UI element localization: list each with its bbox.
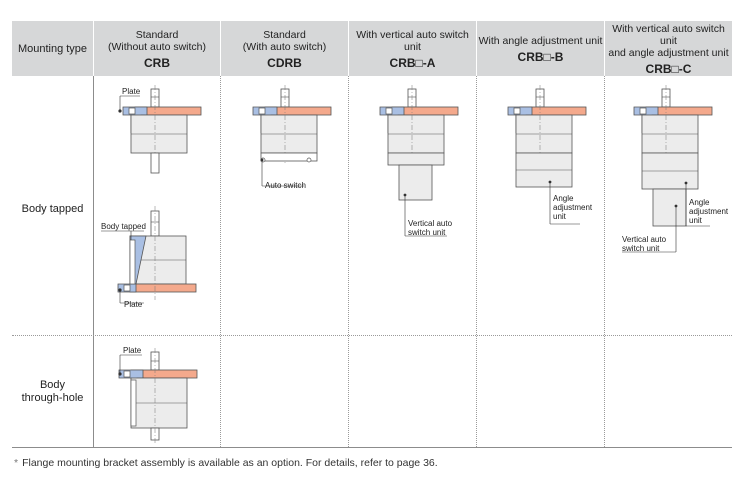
header-mounting-type: Mounting type [12,21,93,76]
header-line1: Standard [135,28,179,41]
callout-plate: Plate [123,346,142,355]
callout-vertical-1: Vertical auto [408,219,453,228]
header-crb-c: With vertical auto switch unit and angle… [605,21,732,76]
header-model: CRB□-B [517,49,564,64]
crb-through-hole-drawing: Plate [118,346,198,444]
column-divider [604,76,605,447]
cdrb-drawing: Auto switch [252,84,332,190]
header-model: CDRB [267,55,302,70]
callout-plate: Plate [124,300,143,309]
header-crb-b: With angle adjustment unit CRB□-B [477,21,604,76]
header-line2: (Without auto switch) [107,40,207,53]
crb-c-drawing: Angle adjustment unit Vertical auto swit… [622,84,729,253]
row-label-text: through-hole [21,392,84,404]
crb-b-drawing: Angle adjustment unit [507,84,593,225]
header-model: CRB□-A [389,55,436,70]
callout-vertical-2: switch unit [622,244,660,253]
callout-vertical-1: Vertical auto [622,235,667,244]
row-label-text: Body tapped [21,203,84,215]
row-label-body-through-hole: Body through-hole [12,379,93,405]
callout-body-tapped: Body tapped [101,222,146,231]
callout-angle-2: adjustment [689,207,729,216]
callout-angle-1: Angle [689,198,710,207]
footnote-mark: * [14,457,19,469]
header-model: CRB□-C [645,61,692,76]
callout-angle-2: adjustment [553,203,593,212]
crb-body-tapped-side-drawing: Plate Body tapped [101,206,197,309]
callout-plate: Plate [122,87,141,96]
header-crb: Standard (Without auto switch) CRB [94,21,220,76]
row-label-body-tapped: Body tapped [12,203,93,216]
callout-angle-3: unit [553,212,567,221]
footnote: *Flange mounting bracket assembly is ava… [14,457,438,469]
first-column-divider [93,76,94,447]
header-line1: With vertical auto switch unit [612,22,725,47]
header-mounting-type-label: Mounting type [17,42,88,55]
callout-auto-switch: Auto switch [265,181,306,190]
callout-vertical-2: switch unit [408,228,446,237]
header-model: CRB [144,55,170,70]
header-line2: (With auto switch) [242,40,327,53]
crb-a-drawing: Vertical auto switch unit [379,84,459,237]
column-divider [220,76,221,447]
header-crb-a: With vertical auto switch unit CRB□-A [349,21,476,76]
column-divider [348,76,349,447]
crb-body-tapped-drawing: Plate [118,84,202,174]
callout-angle-1: Angle [553,194,574,203]
header-line1: With angle adjustment unit [478,34,603,47]
row-label-text: Body [39,379,66,391]
header-line1: With vertical auto switch unit [356,28,469,53]
footnote-text: Flange mounting bracket assembly is avai… [22,457,438,469]
header-line1: Standard [263,28,306,41]
header-cdrb: Standard (With auto switch) CDRB [221,21,348,76]
table-bottom-rule [12,447,732,448]
column-divider [476,76,477,447]
row-divider [12,335,732,336]
header-line2: and angle adjustment unit [608,46,729,59]
callout-angle-3: unit [689,216,703,225]
